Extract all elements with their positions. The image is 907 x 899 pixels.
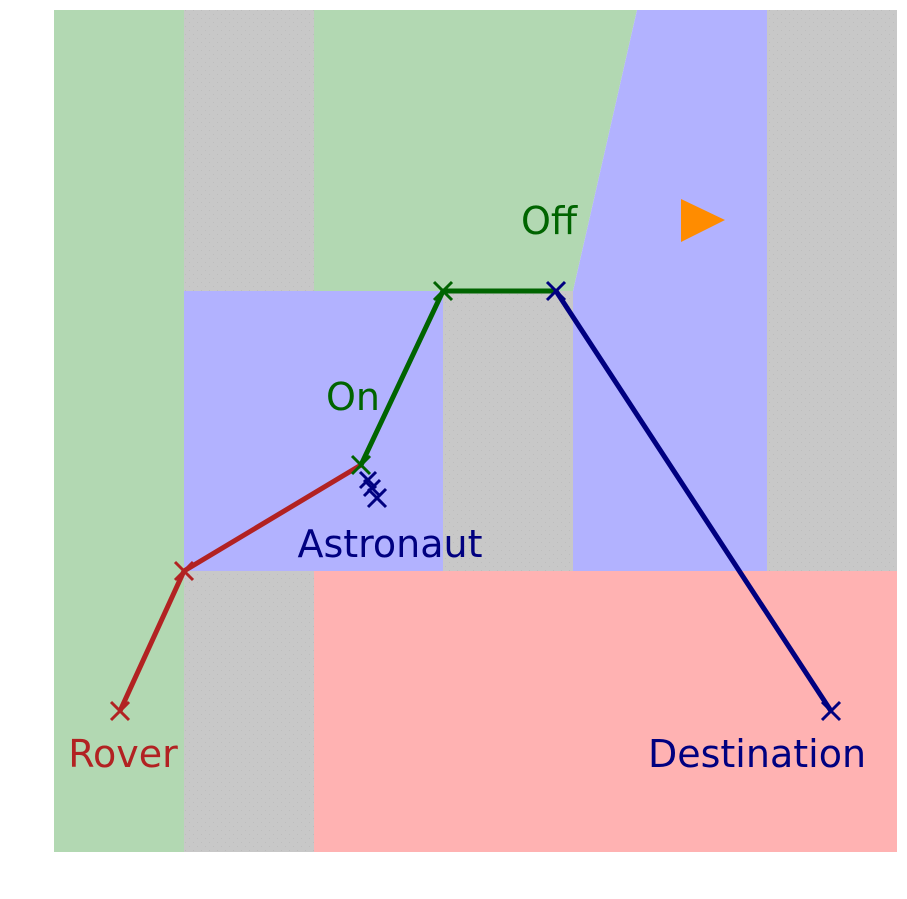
off-label: Off [521, 199, 578, 243]
rover-path [109, 462, 363, 722]
water-region-center [184, 291, 443, 571]
astronaut-cluster-icon [358, 470, 388, 509]
x-mark-icon [109, 700, 131, 722]
water-region-top-right [573, 10, 767, 571]
x-mark-icon [432, 280, 454, 302]
x-mark-icon [350, 454, 372, 476]
astronaut-label: Astronaut [297, 522, 482, 566]
on-off-path [350, 280, 556, 476]
rock-texture [184, 10, 897, 852]
grass-region-left [54, 10, 184, 852]
destination-label: Destination [648, 732, 866, 776]
astronaut-path [358, 280, 842, 722]
x-mark-icon [545, 280, 567, 302]
right-triangle-icon [681, 199, 725, 242]
x-mark-icon [820, 700, 842, 722]
astronaut-path-line [553, 289, 834, 713]
rover-label: Rover [68, 732, 178, 776]
hazard-region-bottom [314, 571, 897, 852]
grass-region-top [314, 10, 637, 291]
on-label: On [326, 375, 380, 419]
x-mark-icon [173, 560, 195, 582]
